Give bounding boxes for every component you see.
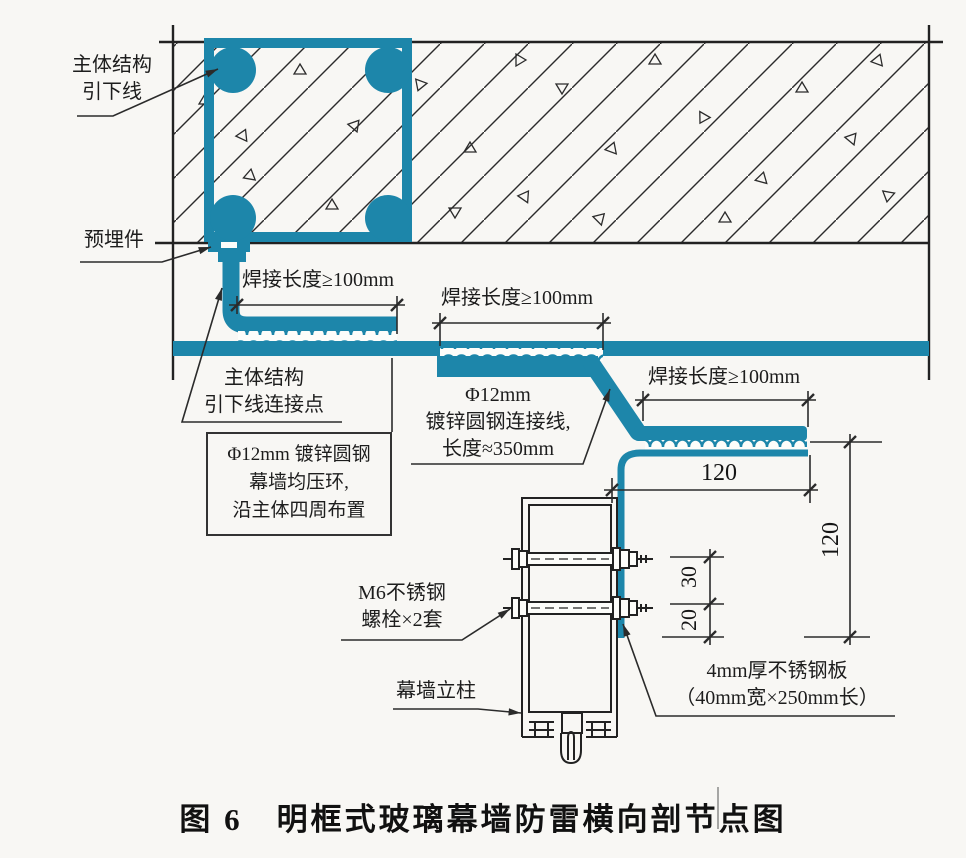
rebar-bottom-right (365, 195, 411, 241)
mullion-profile (521, 497, 618, 765)
rebar-stirrup (204, 38, 412, 242)
label-weld-length-1: 焊接长度≥100mm (242, 269, 395, 291)
m6-bolt-upper (503, 547, 653, 571)
label-steel-plate: 4mm厚不锈钢板 （40mm宽×250mm长） (675, 660, 879, 709)
rebar-top-right (365, 47, 411, 93)
label-embedded-part: 预埋件 (84, 229, 144, 251)
m6-bolt-lower (503, 596, 653, 620)
dim-20: 20 (676, 609, 701, 631)
dimension-lines (229, 296, 882, 645)
concrete-slab (155, 25, 943, 380)
stainless-steel-plate (617, 449, 808, 638)
rebar-top-left (210, 47, 256, 93)
label-weld-length-2: 焊接长度≥100mm (441, 287, 594, 309)
label-main-structure-downlead: 主体结构 引下线 (72, 54, 152, 103)
label-curtain-wall-mullion: 幕墙立柱 (396, 680, 476, 702)
dim-120-vertical: 120 (818, 522, 844, 558)
label-weld-length-3: 焊接长度≥100mm (648, 366, 801, 388)
rebar-bottom-left (210, 195, 256, 241)
dim-120-horizontal: 120 (701, 460, 737, 486)
figure-caption: 图 6 明框式玻璃幕墙防雷横向剖节点图 (179, 802, 787, 837)
label-connecting-wire: Φ12mm 镀锌圆钢连接线, 长度≈350mm (425, 384, 571, 460)
leader-lines (77, 68, 895, 717)
label-equipotential-ring-box: Φ12mm 镀锌圆钢 幕墙均压环, 沿主体四周布置 (206, 432, 392, 536)
label-m6-bolts: M6不锈钢 螺栓×2套 (358, 582, 446, 631)
dim-30: 30 (676, 566, 701, 588)
label-downlead-connection-point: 主体结构 引下线连接点 (204, 367, 324, 416)
